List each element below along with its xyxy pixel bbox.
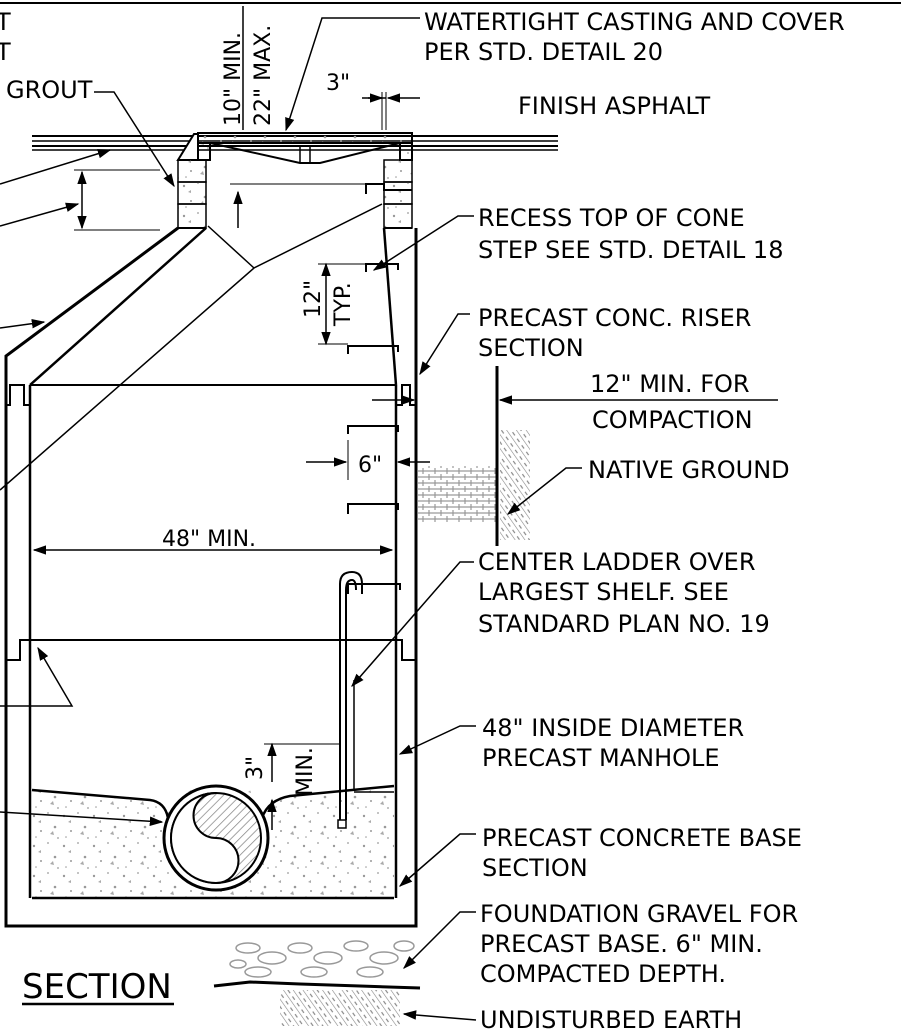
ladder-label-2: LARGEST SHELF. SEE <box>478 578 729 606</box>
base-label-2: SECTION <box>482 854 588 882</box>
callout-labels: T T GROUT WATERTIGHT CASTING AND COVER P… <box>0 8 845 1031</box>
manhole-structure <box>4 132 558 1026</box>
grout-label: GROUT <box>6 76 93 104</box>
casting-cover <box>176 132 413 164</box>
gravel-label-1: FOUNDATION GRAVEL FOR <box>480 900 798 928</box>
gravel-label-2: PRECAST BASE. 6" MIN. <box>480 930 763 958</box>
dim-3-bottom: 3" <box>243 756 268 780</box>
dimension-lines <box>32 6 778 830</box>
partial-label-a: T <box>0 8 11 36</box>
section-title-text: SECTION <box>22 967 172 1007</box>
dim-10-min: 10" MIN. <box>221 32 246 126</box>
casting-label-1: WATERTIGHT CASTING AND COVER <box>424 8 845 36</box>
dim-22-max: 22" MAX. <box>251 25 276 126</box>
compaction-label-2: COMPACTION <box>592 406 753 434</box>
gravel-label-3: COMPACTED DEPTH. <box>480 960 726 988</box>
base-label-1: PRECAST CONCRETE BASE <box>482 824 802 852</box>
diameter-label-2: PRECAST MANHOLE <box>482 744 720 772</box>
diameter-label-1: 48" INSIDE DIAMETER <box>482 714 744 742</box>
recess-label-1: RECESS TOP OF CONE <box>478 204 745 232</box>
native-ground <box>418 366 530 546</box>
partial-label-b: T <box>0 38 11 66</box>
compaction-label-1: 12" MIN. FOR <box>590 370 750 398</box>
ladder-label-1: CENTER LADDER OVER <box>478 548 756 576</box>
recess-label-2: STEP SEE STD. DETAIL 18 <box>478 236 783 264</box>
foundation-gravel <box>213 940 421 1026</box>
casting-label-2: PER STD. DETAIL 20 <box>424 38 663 66</box>
leader-lines <box>0 17 582 1021</box>
ladder <box>337 570 394 829</box>
dim-48-min: 48" MIN. <box>162 527 256 552</box>
dim-typ: TYP. <box>331 282 356 327</box>
pipe-invert <box>162 784 270 892</box>
native-ground-label: NATIVE GROUND <box>588 456 790 484</box>
asphalt-label: FINISH ASPHALT <box>518 92 710 120</box>
dim-min-bottom: MIN. <box>293 747 318 796</box>
earth-label: UNDISTURBED EARTH <box>480 1006 742 1031</box>
riser-label-2: SECTION <box>478 334 584 362</box>
dim-3-top: 3" <box>326 71 350 96</box>
riser-label-1: PRECAST CONC. RISER <box>478 304 751 332</box>
grade-rings <box>177 159 413 229</box>
dim-6: 6" <box>358 453 382 478</box>
dimension-labels: 10" MIN. 22" MAX. 3" 12" TYP. 6" 48" MIN… <box>162 25 382 796</box>
riser-joints <box>6 384 416 928</box>
dim-12: 12" <box>301 280 326 318</box>
section-title: SECTION <box>22 967 174 1007</box>
ladder-label-3: STANDARD PLAN NO. 19 <box>478 610 770 638</box>
